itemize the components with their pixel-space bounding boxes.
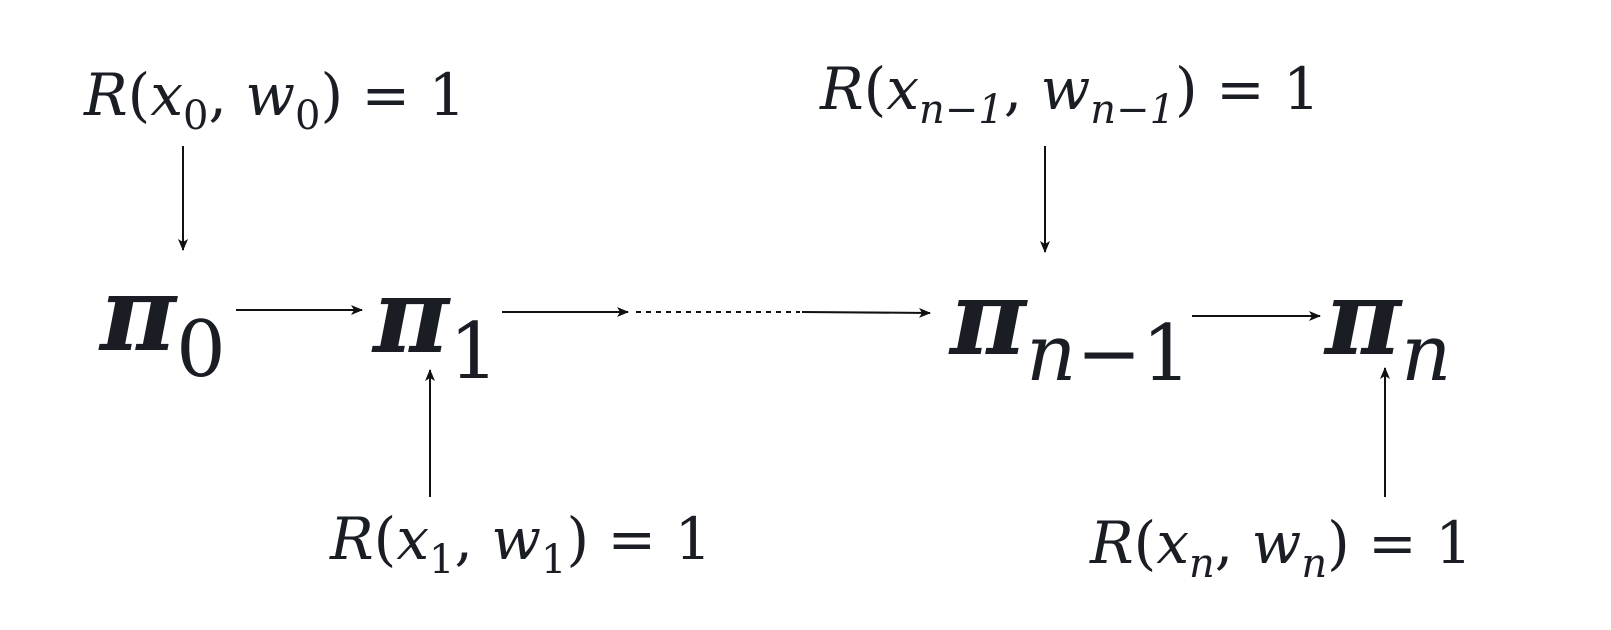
node-pi-1: π1 (373, 254, 499, 397)
constraint-n: R(xn, wn) = 1 (1090, 509, 1473, 587)
constraint-0: R(x0, w0) = 1 (84, 61, 466, 139)
node-pi-0: π0 (100, 252, 226, 395)
arrow-dots-to-pin1 (801, 307, 931, 318)
constraint-n-minus-1: R(xn−1, wn−1) = 1 (820, 55, 1321, 133)
node-pi-n-minus-1: πn−1 (950, 256, 1192, 399)
constraint-1: R(x1, w1) = 1 (330, 505, 712, 583)
node-pi-n: πn (1325, 256, 1452, 399)
